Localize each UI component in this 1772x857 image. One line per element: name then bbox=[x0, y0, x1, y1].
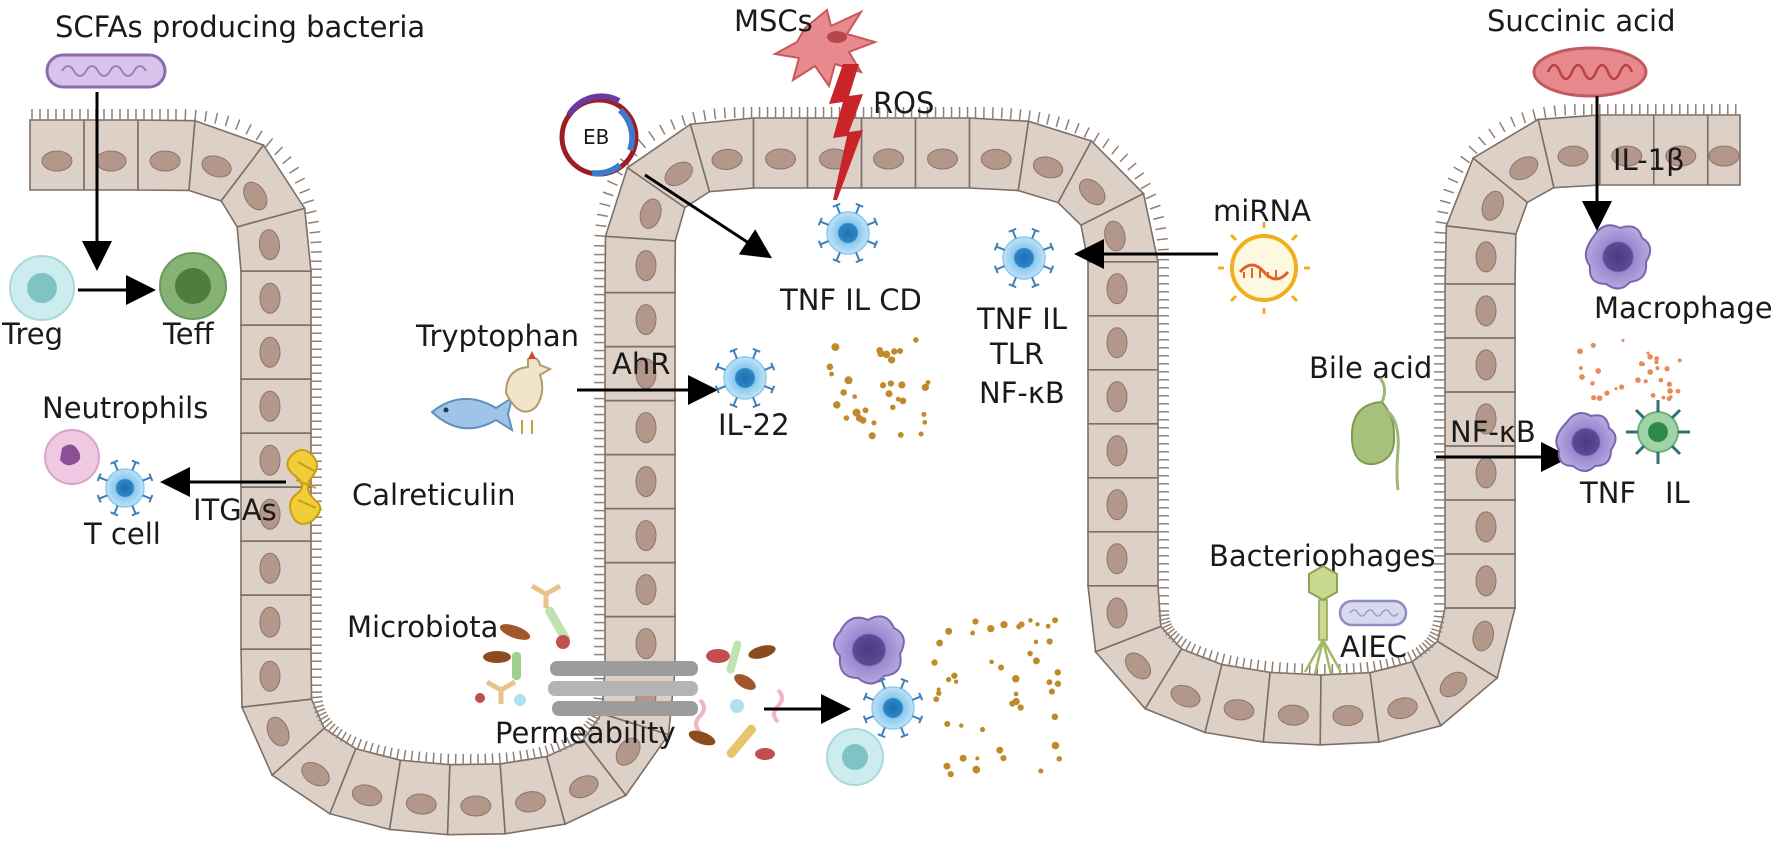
il1b-label: IL-1β bbox=[1613, 143, 1685, 177]
macrophage-icon bbox=[1555, 412, 1617, 472]
scfa-bacteria-label: SCFAs producing bacteria bbox=[55, 10, 425, 44]
ahr-label: AhR bbox=[612, 347, 670, 381]
teff-cell-icon bbox=[159, 252, 227, 320]
eb-label: EB bbox=[583, 125, 609, 149]
mirna-exosome-icon bbox=[1218, 222, 1310, 314]
bacteriophage-icon bbox=[1303, 564, 1343, 675]
dendritic-cell-icon bbox=[1626, 400, 1690, 464]
macrophage-icon bbox=[1584, 224, 1652, 290]
t-cell-icon bbox=[993, 227, 1055, 289]
tlr-label: TLR bbox=[989, 337, 1044, 371]
il22-label: IL-22 bbox=[718, 408, 790, 442]
calreticulin-label: Calreticulin bbox=[352, 478, 515, 512]
treg-cell-icon bbox=[826, 728, 884, 786]
microbiota-cluster-icon bbox=[475, 583, 570, 706]
macrophage-label: Macrophage bbox=[1594, 291, 1772, 325]
cytokine-dots bbox=[1577, 338, 1682, 402]
succinic-acid-label: Succinic acid bbox=[1487, 4, 1676, 38]
treg-label: Treg bbox=[1, 317, 63, 351]
itgas-label: ITGAs bbox=[193, 493, 277, 527]
aiec-bacterium-icon bbox=[1338, 599, 1408, 627]
mitochondrion-icon bbox=[1532, 46, 1648, 98]
nfkb-right-label: NF-κB bbox=[1450, 415, 1536, 449]
t-cell-icon bbox=[714, 347, 776, 409]
eb-arrow bbox=[644, 173, 773, 259]
permeability-label: Permeability bbox=[495, 716, 676, 750]
fish-icon bbox=[430, 395, 514, 433]
tnf-il-cd-label: TNF IL CD bbox=[779, 283, 922, 317]
tight-junction-icon bbox=[548, 661, 698, 716]
ros-bolt-icon bbox=[829, 64, 863, 200]
intestinal-epithelium bbox=[29, 104, 1741, 836]
tnf-label: TNF bbox=[1579, 476, 1636, 510]
microbiota-cluster-right-icon bbox=[688, 640, 784, 760]
neutrophils-label: Neutrophils bbox=[42, 391, 208, 425]
microbiota-label: Microbiota bbox=[347, 610, 498, 644]
ros-label: ROS bbox=[873, 86, 934, 120]
tryptophan-label: Tryptophan bbox=[415, 319, 579, 353]
bile-acid-label: Bile acid bbox=[1309, 351, 1432, 385]
mirna-label: miRNA bbox=[1213, 194, 1311, 228]
t-cell-icon bbox=[96, 459, 154, 517]
cytokine-dots bbox=[931, 617, 1062, 778]
calreticulin-protein-icon bbox=[286, 449, 322, 525]
neutrophil-icon bbox=[44, 429, 100, 485]
gallbladder-icon bbox=[1350, 377, 1400, 491]
tnf-il-label: TNF IL bbox=[976, 302, 1067, 336]
t-cell-icon bbox=[817, 202, 879, 264]
teff-label: Teff bbox=[162, 317, 215, 351]
treg-cell-icon bbox=[9, 255, 75, 321]
t-cell-icon bbox=[862, 677, 924, 739]
scfa-bacterium-icon bbox=[45, 53, 167, 89]
nfkb-center-label: NF-κB bbox=[979, 376, 1065, 410]
macrophage-icon bbox=[833, 615, 905, 685]
il-label: IL bbox=[1665, 476, 1690, 510]
chicken-icon bbox=[504, 351, 553, 434]
eb-plasmid-icon bbox=[559, 93, 639, 177]
aiec-label: AIEC bbox=[1340, 630, 1407, 664]
t-cell-label: T cell bbox=[83, 517, 161, 551]
cytokine-dots bbox=[826, 337, 931, 440]
mscs-label: MSCs bbox=[734, 4, 813, 38]
